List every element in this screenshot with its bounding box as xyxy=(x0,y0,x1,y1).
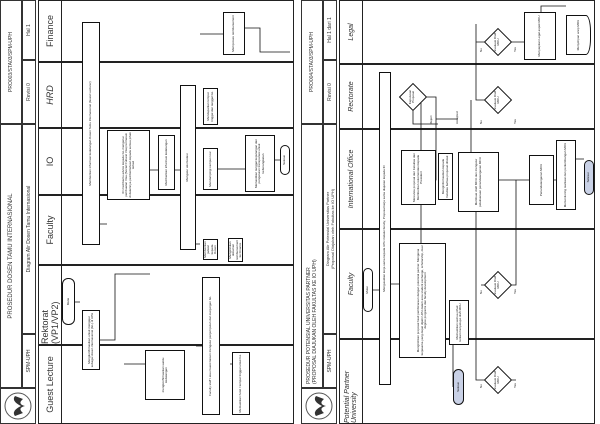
step-hotel: Memastikan hotel / tempat tinggal untuk … xyxy=(232,352,250,415)
lane-faculty: Faculty xyxy=(38,195,294,265)
lane-header: Rektorat (VP1/VP2) xyxy=(39,266,62,344)
step-confirm-arrival: mengkonfirmasikan waktu kedatangan xyxy=(145,350,185,400)
step-campus-tour: Mendampingi campus tour xyxy=(203,148,218,190)
step-finance-docs: Mengirimkan dokumen reimbursement ke Fin… xyxy=(228,238,243,262)
lane-header: Faculty xyxy=(340,230,363,338)
label-no: No xyxy=(479,48,483,52)
flowchart-page-guest-lecturer: PROSEDUR DOSEN TAMU INTERNASIONAL PRO003… xyxy=(0,0,296,424)
decision-label: Evaluasi Draft MOU xyxy=(493,32,501,52)
step-draft-mou: Membuat draft MOU dan mengatur pelaksana… xyxy=(458,152,499,212)
flowchart-page-partner-university: PROSEDUR POTENSIAL UNIVERSITAS PARTNER (… xyxy=(301,0,597,424)
lane-rectorate: Rectorate xyxy=(339,64,595,129)
step-ensure-approval: Memastikan semua pihak terkait menyetuju… xyxy=(449,300,469,345)
step-review-proposal: Mereview proposal dari Fakultas dan Memb… xyxy=(401,150,436,205)
lane-hrd: HRD xyxy=(38,62,294,128)
end-terminator: Selesai xyxy=(280,145,290,175)
revision: Revisi 0 xyxy=(22,60,36,124)
lane-header: Finance xyxy=(39,1,62,61)
lane-rektorat: Rektorat (VP1/VP2) xyxy=(38,265,294,345)
step-schedule: Memberikan jadwal kepada Dosen xyxy=(203,239,218,260)
lane-header: Rectorate xyxy=(340,65,363,128)
diagram-line-2: (Proposal Diajukan oleh Fakultas ke IO U… xyxy=(330,188,335,270)
start-terminator: Mulai xyxy=(363,268,373,312)
decision-label: Evaluasi Draft MOU xyxy=(493,370,501,390)
step-legal-aspect: Menyiapkan Legal aspek MOU xyxy=(524,12,556,60)
label-no: No xyxy=(479,384,483,388)
lane-header: Potential Partner University xyxy=(340,340,363,423)
department: SPM-UPH xyxy=(323,334,337,388)
label-reject: Reject xyxy=(429,115,433,124)
end-terminator-partner: Selesai xyxy=(453,369,464,405)
step-propose-cooperation: Mengusulkan kerja sama kepada UPH melalu… xyxy=(379,72,391,385)
lane-legal: Legal xyxy=(339,0,595,64)
document-code: PRO004/STA03/SPM-UPH xyxy=(301,0,323,124)
label-yes: Yes xyxy=(513,47,517,52)
label-yes: Yes xyxy=(513,289,517,294)
lane-header: HRD xyxy=(39,63,62,127)
step-accommodation: Mengatur akomodasi xyxy=(180,85,196,250)
label-no: No xyxy=(479,120,483,124)
decision-proposal-label: Keputusan Proposal xyxy=(408,89,416,105)
document-archive-mou: Menyimpan arsip MOU xyxy=(566,15,591,55)
label-no: No xyxy=(479,290,483,294)
page-number: Hal 1 xyxy=(22,0,36,60)
start-terminator: Mulai xyxy=(62,278,75,325)
lane-header: Faculty xyxy=(39,196,62,264)
end-terminator-io: Selesai xyxy=(584,160,594,195)
decision-label: Evaluasi Draft MOU xyxy=(493,275,501,295)
step-arrival-information: Memberikan informasi kedatangan xyxy=(158,135,175,190)
step-return-date: Memastikan tanggal kepulangan dan pengat… xyxy=(245,135,275,192)
lane-header: Guest Lecture xyxy=(39,346,62,423)
title-line-2: (PROPOSAL DIAJUKAN OLEH FAKULTAS KE IO U… xyxy=(312,259,318,384)
step-sign-mou: Penandatanganan MOU xyxy=(529,155,554,205)
university-logo xyxy=(0,388,36,424)
lane-header: Legal xyxy=(340,1,363,63)
label-yes: Yes xyxy=(513,119,517,124)
step-visa-advice: IO membantu advice kepada GL mengenai pe… xyxy=(107,130,150,200)
step-reject-info: Menginformasikan kepada fakultas bahwa p… xyxy=(438,153,453,200)
lane-finance: Finance xyxy=(38,0,294,62)
label-accepted: Accepted xyxy=(455,111,459,124)
diagram-name: Diagram Alir Dosen Tamu Internasional xyxy=(22,124,36,334)
lane-header: International Office xyxy=(340,130,363,228)
step-confirm-teaching: Mengkonfirmasikan untuk mengajar sebagai… xyxy=(82,310,100,370)
decision-label: Evaluasi Draft MOU xyxy=(493,90,501,110)
revision: Revisi 0 xyxy=(323,60,337,124)
step-arrival-info: Memberikan informasi kedatangan Dosen Ta… xyxy=(82,22,100,245)
step-housing: Mendapatkan tempat tinggal dan tanggal G… xyxy=(203,88,218,125)
document-title: PROSEDUR DOSEN TAMU INTERNASIONAL xyxy=(0,124,22,388)
diagram-name: Diagram Alir Potensial Universitas Partn… xyxy=(323,124,337,334)
document-code: PRO003/STA03/SPM-UPH xyxy=(0,0,22,124)
lane-partner-university: Potential Partner University xyxy=(339,339,595,424)
step-monitor-mou: Memonitoring realisasi dan perkembangan … xyxy=(556,140,576,210)
step-send-proposal: Mengirimkan proposal hasil pembicaraan d… xyxy=(399,243,446,358)
lane-header: IO xyxy=(39,129,62,194)
step-liaison: Faculty staff / atau Guest liaison menga… xyxy=(202,277,220,415)
university-logo xyxy=(301,388,337,424)
page-number: Hal 1 dari 1 xyxy=(323,0,337,60)
label-yes: Yes xyxy=(513,383,517,388)
document-title: PROSEDUR POTENSIAL UNIVERSITAS PARTNER (… xyxy=(301,124,323,388)
department: SPM-UPH xyxy=(22,334,36,388)
step-reimbursement: Memproses reimbursement xyxy=(223,12,245,55)
